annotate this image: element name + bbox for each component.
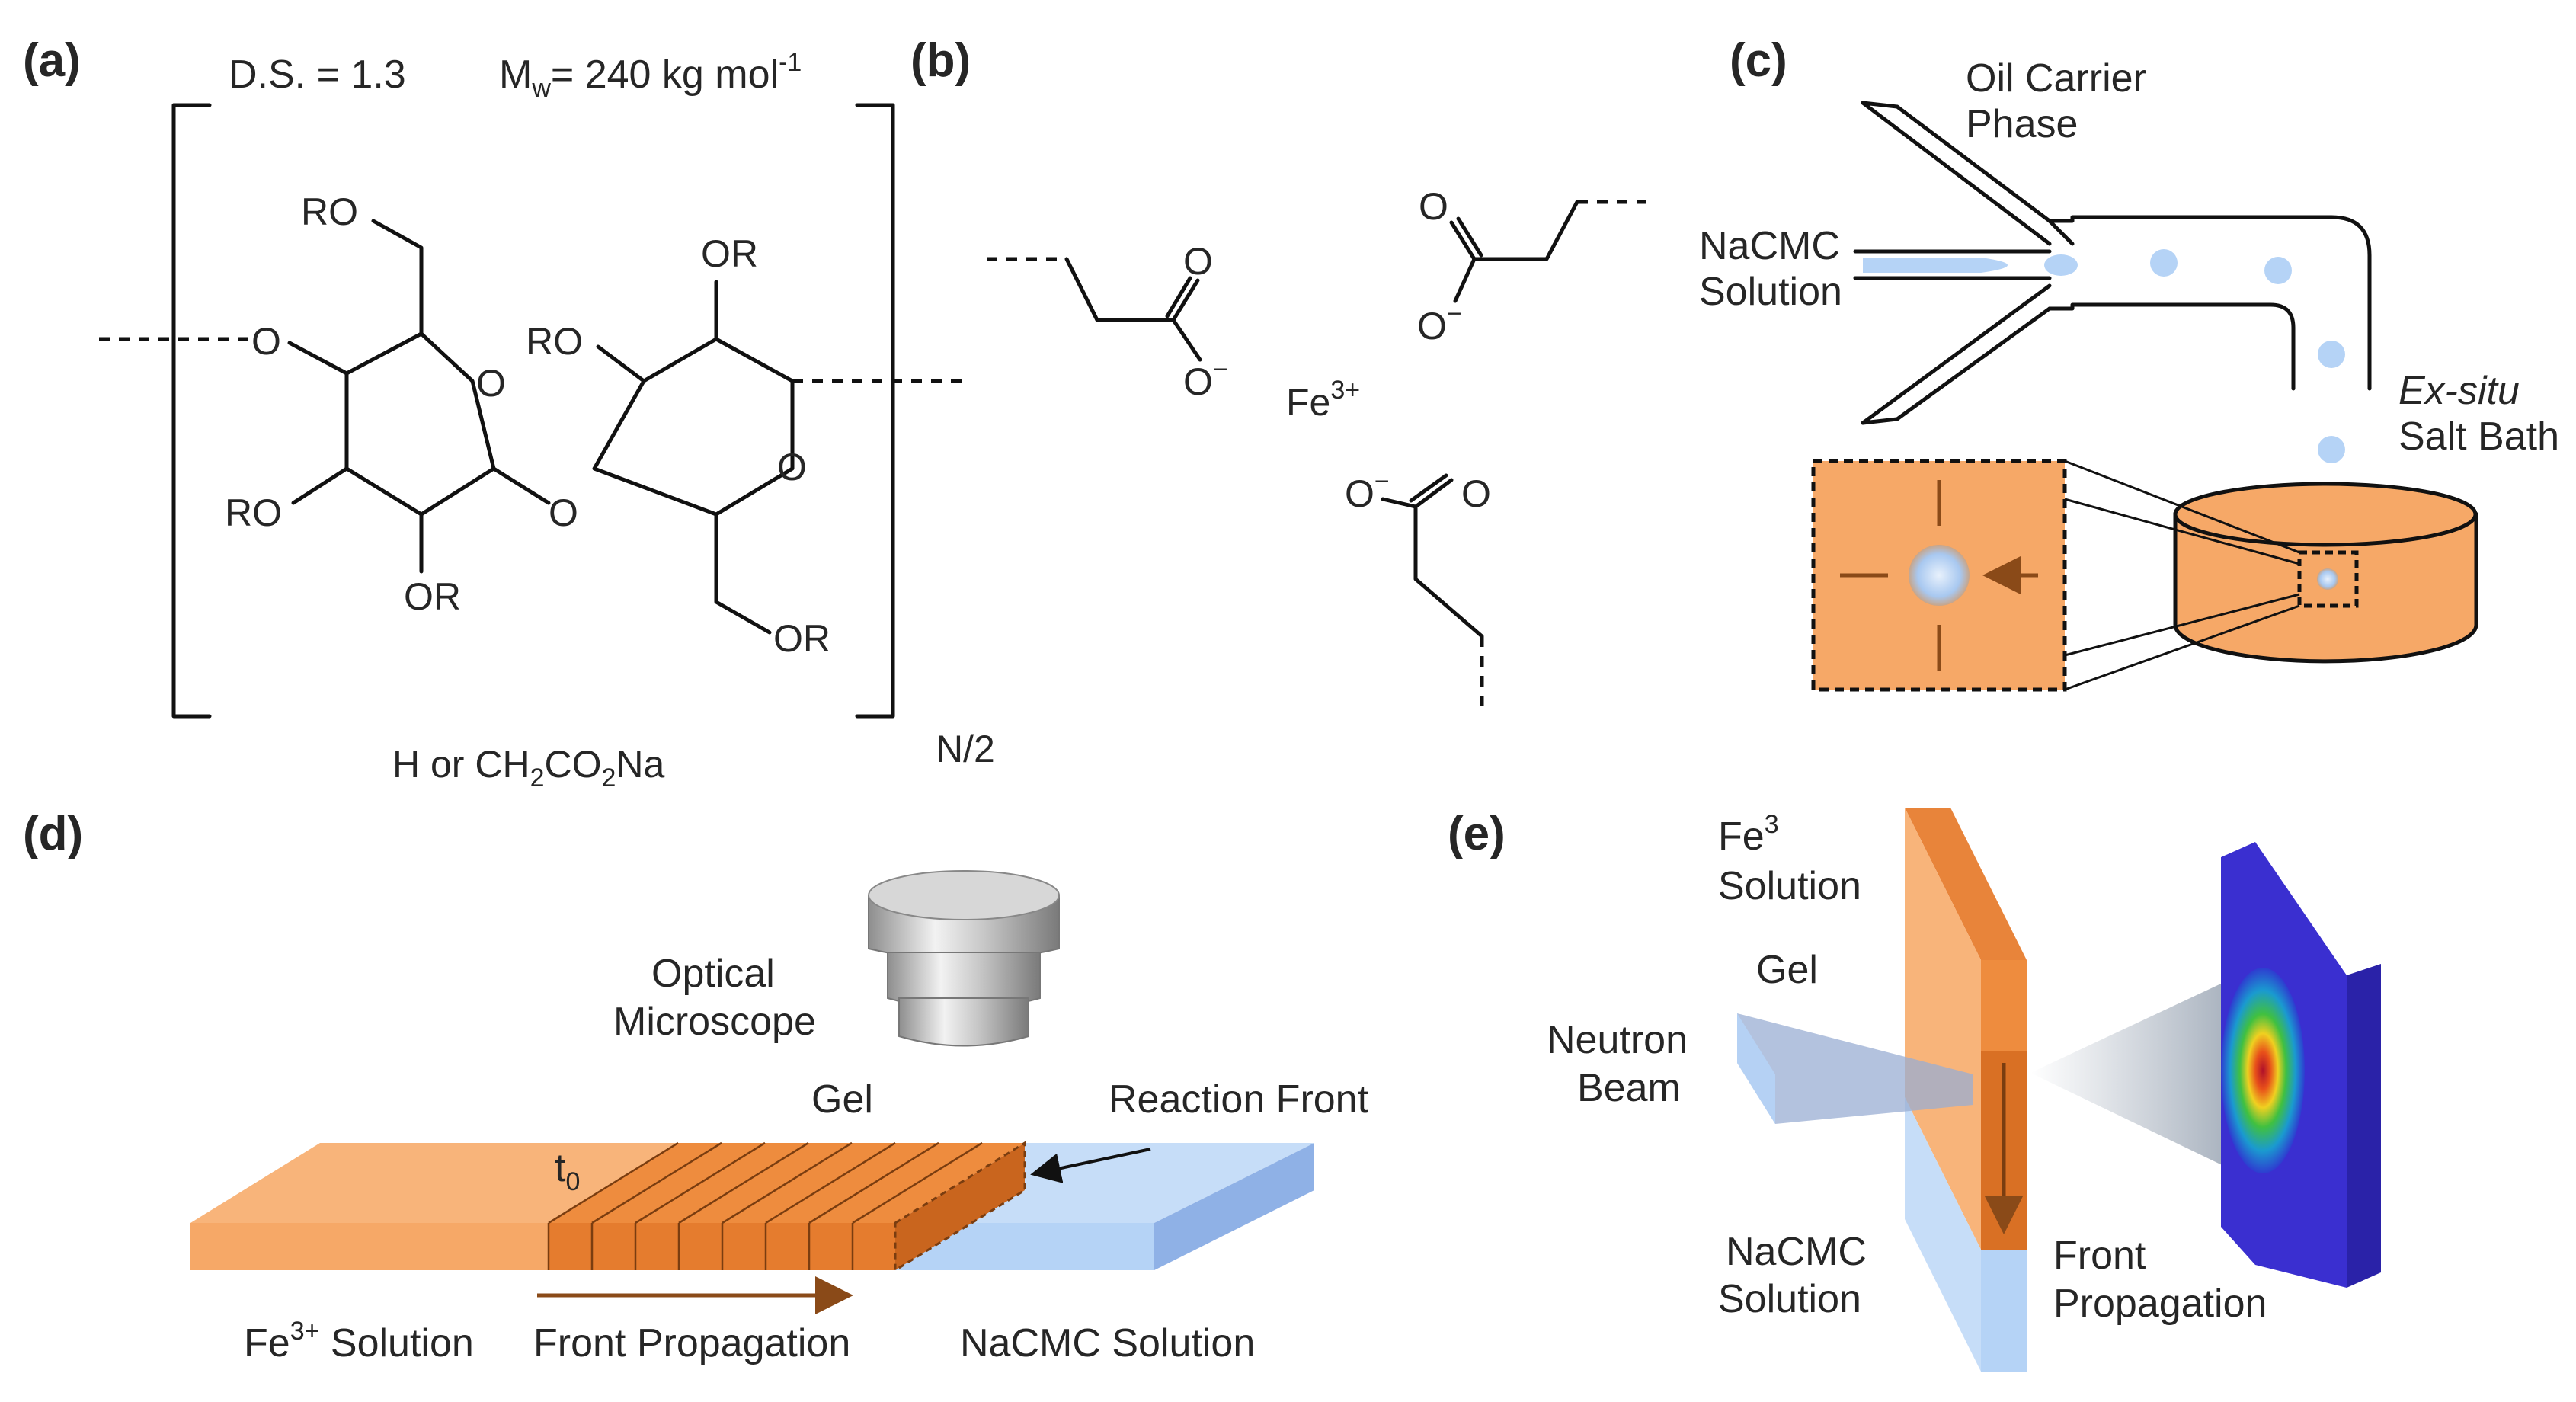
droplet	[2264, 257, 2292, 284]
svg-text:Oil Carrier: Oil Carrier	[1966, 56, 2146, 101]
left-ring	[344, 331, 496, 517]
svg-text:Fe3: Fe3	[1718, 810, 1779, 859]
panel-label-a: (a)	[23, 34, 81, 87]
microscope-objective	[868, 870, 1060, 1047]
svg-text:NaCMC: NaCMC	[1699, 224, 1840, 268]
panel-label-c: (c)	[1730, 34, 1787, 87]
svg-text:Phase: Phase	[1966, 102, 2078, 146]
svg-text:Optical: Optical	[651, 952, 775, 996]
droplet-forming	[2044, 254, 2078, 276]
svg-text:RO: RO	[301, 190, 358, 233]
svg-text:Gel: Gel	[811, 1077, 873, 1122]
zoom-region	[2297, 550, 2359, 608]
svg-text:Salt Bath: Salt Bath	[2398, 415, 2559, 459]
left-bracket	[171, 103, 212, 719]
svg-text:O: O	[1419, 185, 1448, 228]
scattering-pattern	[2221, 968, 2305, 1173]
neutron-setup: Fe3 Solution Gel Neutron Beam NaCMC Solu…	[1547, 808, 2381, 1372]
svg-text:O: O	[251, 320, 281, 363]
iron-carboxylate-complex: O O− O O− Fe3+ O− O	[987, 185, 1646, 709]
right-bracket	[855, 103, 895, 719]
droplet	[2318, 341, 2345, 368]
svg-text:Front: Front	[2053, 1234, 2146, 1278]
svg-text:Microscope: Microscope	[613, 1000, 816, 1044]
svg-text:Reaction Front: Reaction Front	[1109, 1077, 1369, 1122]
droplet	[2150, 249, 2178, 277]
svg-text:OR: OR	[701, 232, 758, 275]
gel-layers	[547, 1141, 983, 1270]
svg-text:NaCMC: NaCMC	[1726, 1230, 1867, 1274]
cmc-structure: D.S. = 1.3 Mw= 240 kg mol-1 RO O O RO OR…	[99, 48, 995, 792]
svg-text:Ex-situ: Ex-situ	[2398, 369, 2520, 413]
r-group-definition: H or CH2CO2Na	[392, 743, 665, 792]
scattered-beam	[2030, 968, 2255, 1181]
svg-text:Neutron: Neutron	[1547, 1018, 1688, 1062]
lower-inlet-channel	[1861, 283, 2052, 425]
outlet-channel	[2047, 215, 2372, 391]
svg-text:O: O	[476, 362, 506, 405]
microfluidic-device: Oil Carrier Phase NaCMC Solution Ex-situ…	[1699, 56, 2559, 692]
gelling-droplet	[1909, 545, 1970, 606]
svg-text:Gel: Gel	[1756, 948, 1818, 992]
time-zero-label: t0	[555, 1146, 580, 1196]
panel-label-d: (d)	[23, 808, 83, 860]
droplet	[2318, 436, 2345, 463]
svg-text:O: O	[549, 491, 578, 534]
svg-text:Fe3+ Solution: Fe3+ Solution	[244, 1317, 474, 1365]
svg-text:Propagation: Propagation	[2053, 1282, 2267, 1326]
svg-text:O: O	[777, 446, 807, 488]
reaction-front-arrow	[1030, 1148, 1151, 1183]
optical-setup: Optical Microscope Gel Reaction Front t0	[190, 870, 1369, 1365]
svg-text:Solution: Solution	[1699, 270, 1842, 314]
svg-text:O: O	[1183, 240, 1213, 283]
svg-text:O−: O−	[1345, 467, 1390, 515]
iron-ion: Fe3+	[1286, 376, 1360, 424]
degree-of-substitution: D.S. = 1.3	[229, 53, 406, 97]
panel-label-e: (e)	[1448, 808, 1506, 860]
svg-text:RO: RO	[225, 491, 282, 534]
svg-text:O: O	[1461, 472, 1491, 515]
svg-text:O−: O−	[1183, 355, 1228, 403]
oil-inlet-channel	[1861, 101, 2052, 246]
molecular-weight: Mw= 240 kg mol-1	[499, 48, 802, 103]
svg-text:Solution: Solution	[1718, 864, 1861, 908]
svg-text:OR: OR	[773, 617, 830, 660]
svg-text:OR: OR	[404, 575, 461, 618]
svg-text:RO: RO	[526, 320, 583, 363]
svg-text:Solution: Solution	[1718, 1277, 1861, 1321]
repeat-count: N/2	[936, 728, 995, 770]
svg-text:Beam: Beam	[1577, 1066, 1681, 1110]
svg-text:Front Propagation: Front Propagation	[533, 1321, 850, 1365]
svg-text:O−: O−	[1417, 299, 1462, 347]
nacmc-inlet-channel	[1853, 249, 2052, 280]
nacmc-stream	[1863, 258, 2008, 273]
svg-text:NaCMC Solution: NaCMC Solution	[960, 1321, 1255, 1365]
neutron-beam	[1737, 1013, 1973, 1124]
panel-label-b: (b)	[910, 34, 971, 87]
